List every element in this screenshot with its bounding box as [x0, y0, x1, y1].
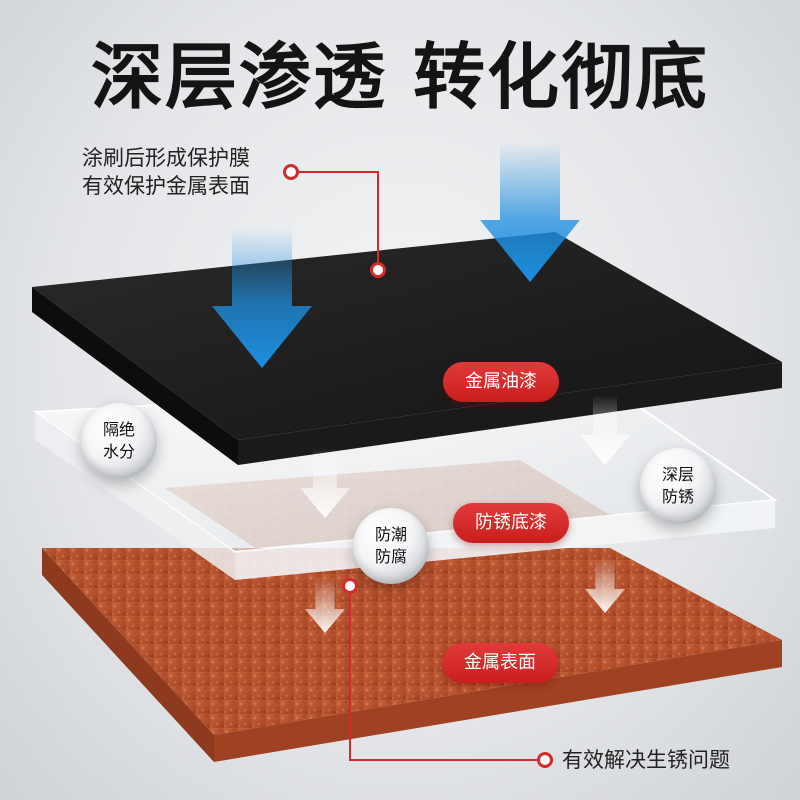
primer-label: 防锈底漆 [453, 503, 569, 543]
blue-arrow-icon [212, 228, 312, 368]
metal-label: 金属表面 [442, 643, 558, 683]
water-bubble-line1: 隔绝 [102, 420, 135, 439]
grey-arrow-icon [585, 557, 625, 613]
moisture-bubble-line2: 防腐 [374, 547, 407, 566]
water-bubble: 隔绝 水分 [81, 403, 157, 479]
grey-arrow-icon [580, 395, 630, 465]
coating-layer [32, 232, 782, 465]
headline-part2: 转化彻底 [413, 35, 710, 119]
metal-layer [42, 548, 782, 762]
rust-solution-callout: 有效解决生锈问题 [562, 748, 730, 772]
deep-rust-bubble-line2: 防锈 [661, 487, 694, 506]
headline: 深层渗透转化彻底 [0, 18, 800, 123]
moisture-bubble-line1: 防潮 [374, 525, 407, 544]
grey-arrow-icon [300, 448, 350, 518]
deep-rust-bubble: 深层 防锈 [640, 448, 716, 524]
water-bubble-line2: 水分 [102, 442, 135, 461]
moisture-bubble: 防潮 防腐 [353, 508, 429, 584]
red-dot-marker-icon [283, 164, 299, 180]
callout-leader-bottom [349, 585, 545, 761]
red-dot-marker-icon [537, 752, 553, 768]
grey-arrow-icon [305, 577, 345, 633]
film-callout-line1: 涂刷后形成保护膜 [82, 146, 250, 170]
red-dot-marker-icon [342, 578, 358, 594]
deep-rust-bubble-line1: 深层 [661, 465, 694, 484]
headline-part1: 深层渗透 [90, 35, 387, 119]
callout-leader-top [298, 171, 379, 268]
topcoat-label: 金属油漆 [443, 362, 559, 402]
red-dot-marker-icon [370, 262, 386, 278]
blue-arrow-icon [480, 142, 580, 282]
film-callout-line2: 有效保护金属表面 [82, 174, 250, 198]
film-callout: 涂刷后形成保护膜 有效保护金属表面 [82, 144, 250, 200]
